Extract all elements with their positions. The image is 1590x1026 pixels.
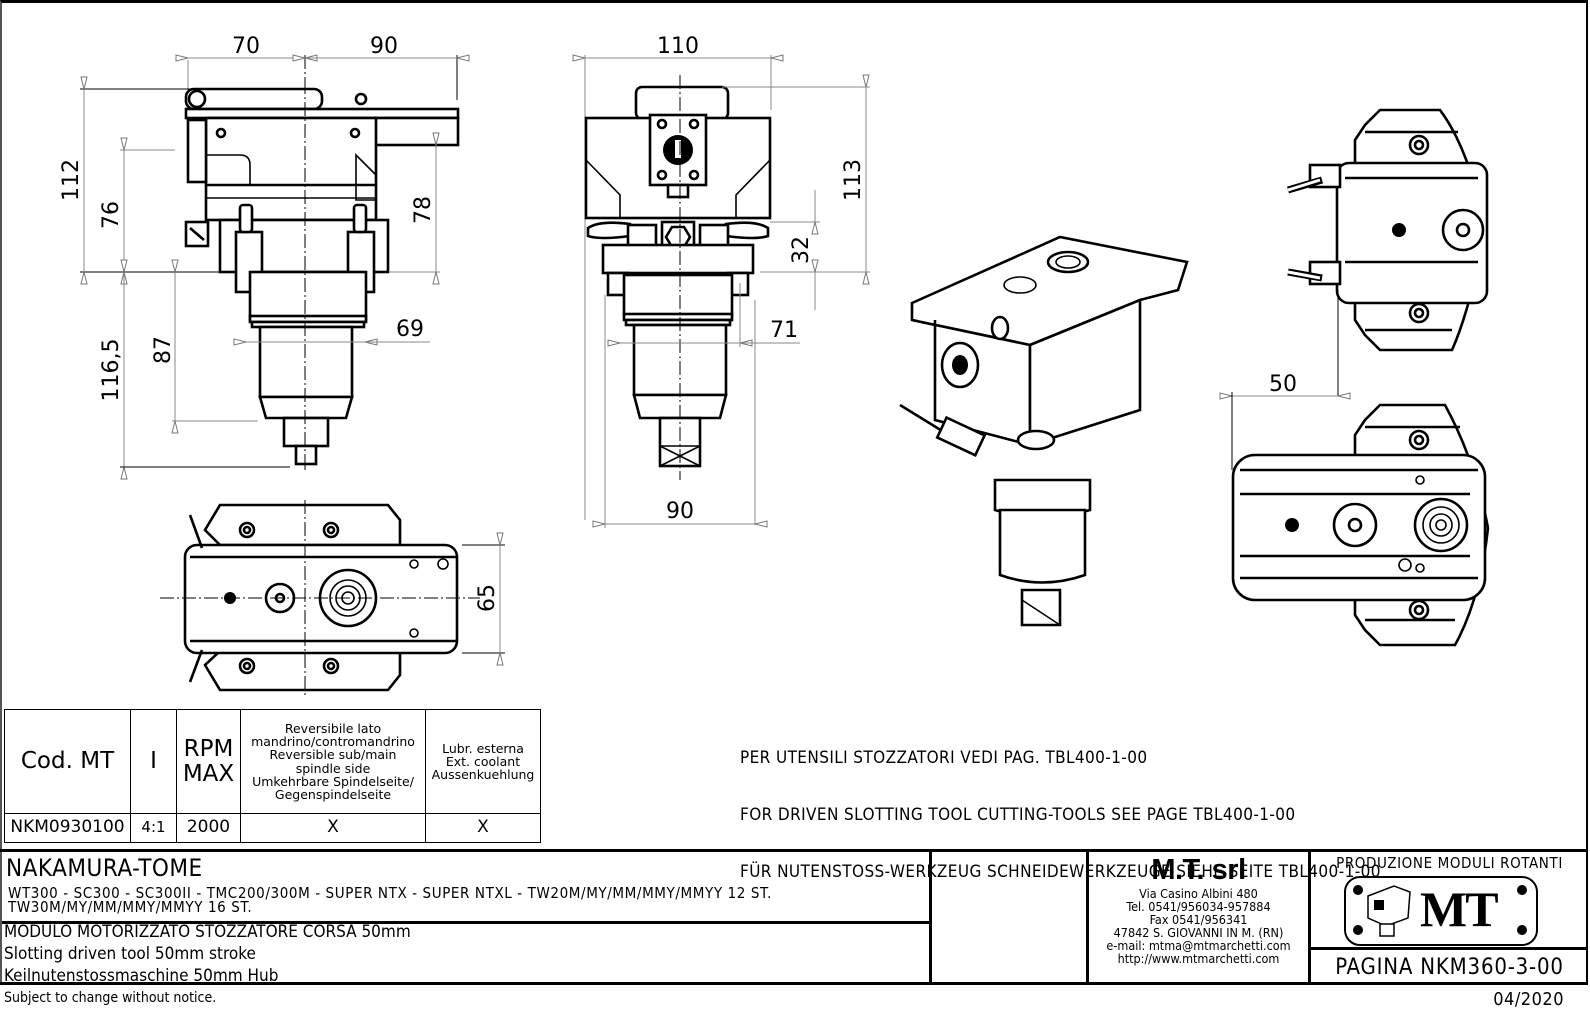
production-header: PRODUZIONE MODULI ROTANTI <box>1336 854 1563 872</box>
dim-90: 90 <box>370 34 398 59</box>
description-de: Keilnutenstossmaschine 50mm Hub <box>4 966 279 986</box>
header-rpm-line1: RPM <box>183 736 234 763</box>
isometric-view <box>899 235 1189 627</box>
header-reversible-l3: Reversible sub/main <box>269 747 397 763</box>
description-it: MODULO MOTORIZZATO STOZZATORE CORSA 50mm <box>4 922 411 942</box>
header-code: Cod. MT <box>4 709 131 814</box>
spec-table: Cod. MT I RPM MAX Reversibile lato mandr… <box>4 709 541 843</box>
dim-70: 70 <box>232 34 260 59</box>
title-block: NAKAMURA-TOME WT300 - SC300 - SC300II - … <box>0 849 1588 986</box>
dim-78: 78 <box>411 196 436 224</box>
dim-76: 76 <box>99 201 124 229</box>
production-block: PRODUZIONE MODULI ROTANTI MT PAGINA NKM3… <box>1311 852 1588 982</box>
header-rpm-line2: MAX <box>182 760 235 787</box>
side-view: 70 90 <box>59 34 470 480</box>
header-reversible-l4: spindle side <box>295 760 371 776</box>
note-en: FOR DRIVEN SLOTTING TOOL CUTTING-TOOLS S… <box>740 805 1296 825</box>
header-reversible-l2: mandrino/contromandrino <box>251 734 415 750</box>
machine-section: NAKAMURA-TOME WT300 - SC300 - SC300II - … <box>2 852 929 924</box>
dim-32: 32 <box>789 236 814 264</box>
divider <box>1308 852 1311 982</box>
table-row: NKM0930100 4:1 2000 X X <box>4 813 541 843</box>
dim-110: 110 <box>657 34 699 59</box>
title-block-description: NAKAMURA-TOME WT300 - SC300 - SC300II - … <box>0 852 929 986</box>
compatible-models: WT300 - SC300 - SC300II - TMC200/300M - … <box>8 884 772 916</box>
dim-65: 65 <box>475 584 500 612</box>
right-lower-view <box>1231 403 1490 647</box>
dim-50: 50 <box>1269 372 1297 397</box>
dim-113: 113 <box>841 159 866 201</box>
dim-71: 71 <box>770 318 798 343</box>
cell-reversible: X <box>240 813 426 843</box>
company-city: 47842 S. GIOVANNI IN M. (RN) <box>1113 925 1284 940</box>
right-upper-view: 50 <box>1219 108 1489 470</box>
description-en: Slotting driven tool 50mm stroke <box>4 944 256 964</box>
header-rpm: RPM MAX <box>176 709 241 814</box>
technical-drawing: 70 90 <box>59 34 1490 695</box>
header-coolant-l1: Lubr. esterna <box>442 740 524 756</box>
drawing-sheet <box>0 0 1588 985</box>
header-reversible-l6: Gegenspindelseite <box>274 786 392 802</box>
company-website[interactable]: http://www.mtmarchetti.com <box>1117 951 1280 966</box>
cell-code: NKM0930100 <box>4 813 131 843</box>
note-it: PER UTENSILI STOZZATORI VEDI PAG. TBL400… <box>740 748 1148 768</box>
header-ratio: I <box>130 709 177 814</box>
dim-112: 112 <box>59 159 84 201</box>
header-coolant-l3: Aussenkuehlung <box>431 767 535 783</box>
cell-coolant: X <box>425 813 541 843</box>
mt-logo: MT <box>1344 876 1538 946</box>
models-line2: TW30M/MY/MM/MMY/MMYY 16 ST. <box>8 898 253 916</box>
header-coolant: Lubr. esterna Ext. coolant Aussenkuehlun… <box>425 709 541 814</box>
dim-90-bottom: 90 <box>666 499 694 524</box>
cell-ratio: 4:1 <box>130 813 177 843</box>
revision-date: 04/2020 <box>1493 989 1564 1010</box>
dim-116-5: 116,5 <box>99 339 124 402</box>
header-reversible: Reversibile lato mandrino/contromandrino… <box>240 709 426 814</box>
dim-69: 69 <box>396 317 424 342</box>
logo-text: MT <box>1420 881 1499 937</box>
company-info: M.T. srl Via Casino Albini 480 Tel. 0541… <box>1089 852 1308 982</box>
header-coolant-l2: Ext. coolant <box>445 753 521 769</box>
company-name: M.T. srl <box>1151 854 1246 886</box>
company-address: Via Casino Albini 480 <box>1139 886 1258 901</box>
disclaimer: Subject to change without notice. <box>4 990 217 1006</box>
dim-87: 87 <box>151 336 176 364</box>
divider <box>1086 852 1089 982</box>
divider <box>929 852 932 982</box>
page-number: PAGINA NKM360-3-00 <box>1311 947 1588 985</box>
header-reversible-l5: Umkehrbare Spindelseite/ <box>252 773 414 789</box>
front-view: 110 113 <box>572 34 870 528</box>
header-reversible-l1: Reversibile lato <box>284 721 382 737</box>
company-email[interactable]: e-mail: mtma@mtmarchetti.com <box>1106 938 1291 953</box>
top-view: 65 <box>160 500 505 695</box>
tool-module-icon <box>1353 885 1527 937</box>
company-tel: Tel. 0541/956034-957884 <box>1126 899 1271 914</box>
cell-rpm: 2000 <box>176 813 241 843</box>
manufacturer: NAKAMURA-TOME <box>6 854 203 882</box>
models-line1: WT300 - SC300 - SC300II - TMC200/300M - … <box>8 884 772 902</box>
company-fax: Fax 0541/956341 <box>1149 912 1248 927</box>
